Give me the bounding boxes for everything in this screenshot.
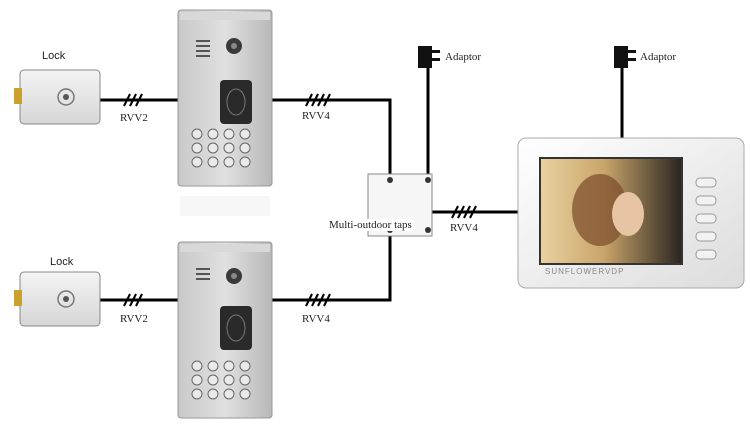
lock-2-label: Lock xyxy=(50,256,74,268)
monitor-brand-label: SUNFLOWERVDP xyxy=(545,267,625,276)
indoor-monitor xyxy=(517,137,745,289)
lock-1-label: Lock xyxy=(42,50,66,62)
rvv2-hash-2 xyxy=(123,293,143,307)
cable-label-rvv2-1: RVV2 xyxy=(120,112,148,124)
outdoor-unit-2 xyxy=(177,241,273,419)
fingerprint-sensor-icon xyxy=(220,306,252,350)
keypad-2 xyxy=(191,360,251,400)
rvv4-hash-2 xyxy=(305,293,331,307)
cable-label-rvv2-2: RVV2 xyxy=(120,313,148,325)
outdoor-unit-1 xyxy=(177,9,273,187)
keypad-1 xyxy=(191,128,251,168)
tap-box-label: Multi-outdoor taps xyxy=(328,219,413,231)
outdoor2-wire xyxy=(268,232,392,302)
rvv4-hash-1 xyxy=(305,93,331,107)
adaptor-plug-1-icon xyxy=(418,46,440,68)
cable-label-rvv4-2: RVV4 xyxy=(302,313,330,325)
adaptor-1-label: Adaptor xyxy=(445,51,482,63)
adaptor-2-label: Adaptor xyxy=(640,51,677,63)
adaptor-plug-2-icon xyxy=(614,46,636,68)
lock-1 xyxy=(14,69,101,125)
rvv4-hash-3 xyxy=(451,205,477,219)
cable-label-rvv4-3: RVV4 xyxy=(450,222,478,234)
lock-2 xyxy=(14,271,101,327)
monitor-buttons xyxy=(695,177,717,260)
rvv2-hash-1 xyxy=(123,93,143,107)
fingerprint-sensor-icon xyxy=(220,80,252,124)
cable-label-rvv4-1: RVV4 xyxy=(302,110,330,122)
